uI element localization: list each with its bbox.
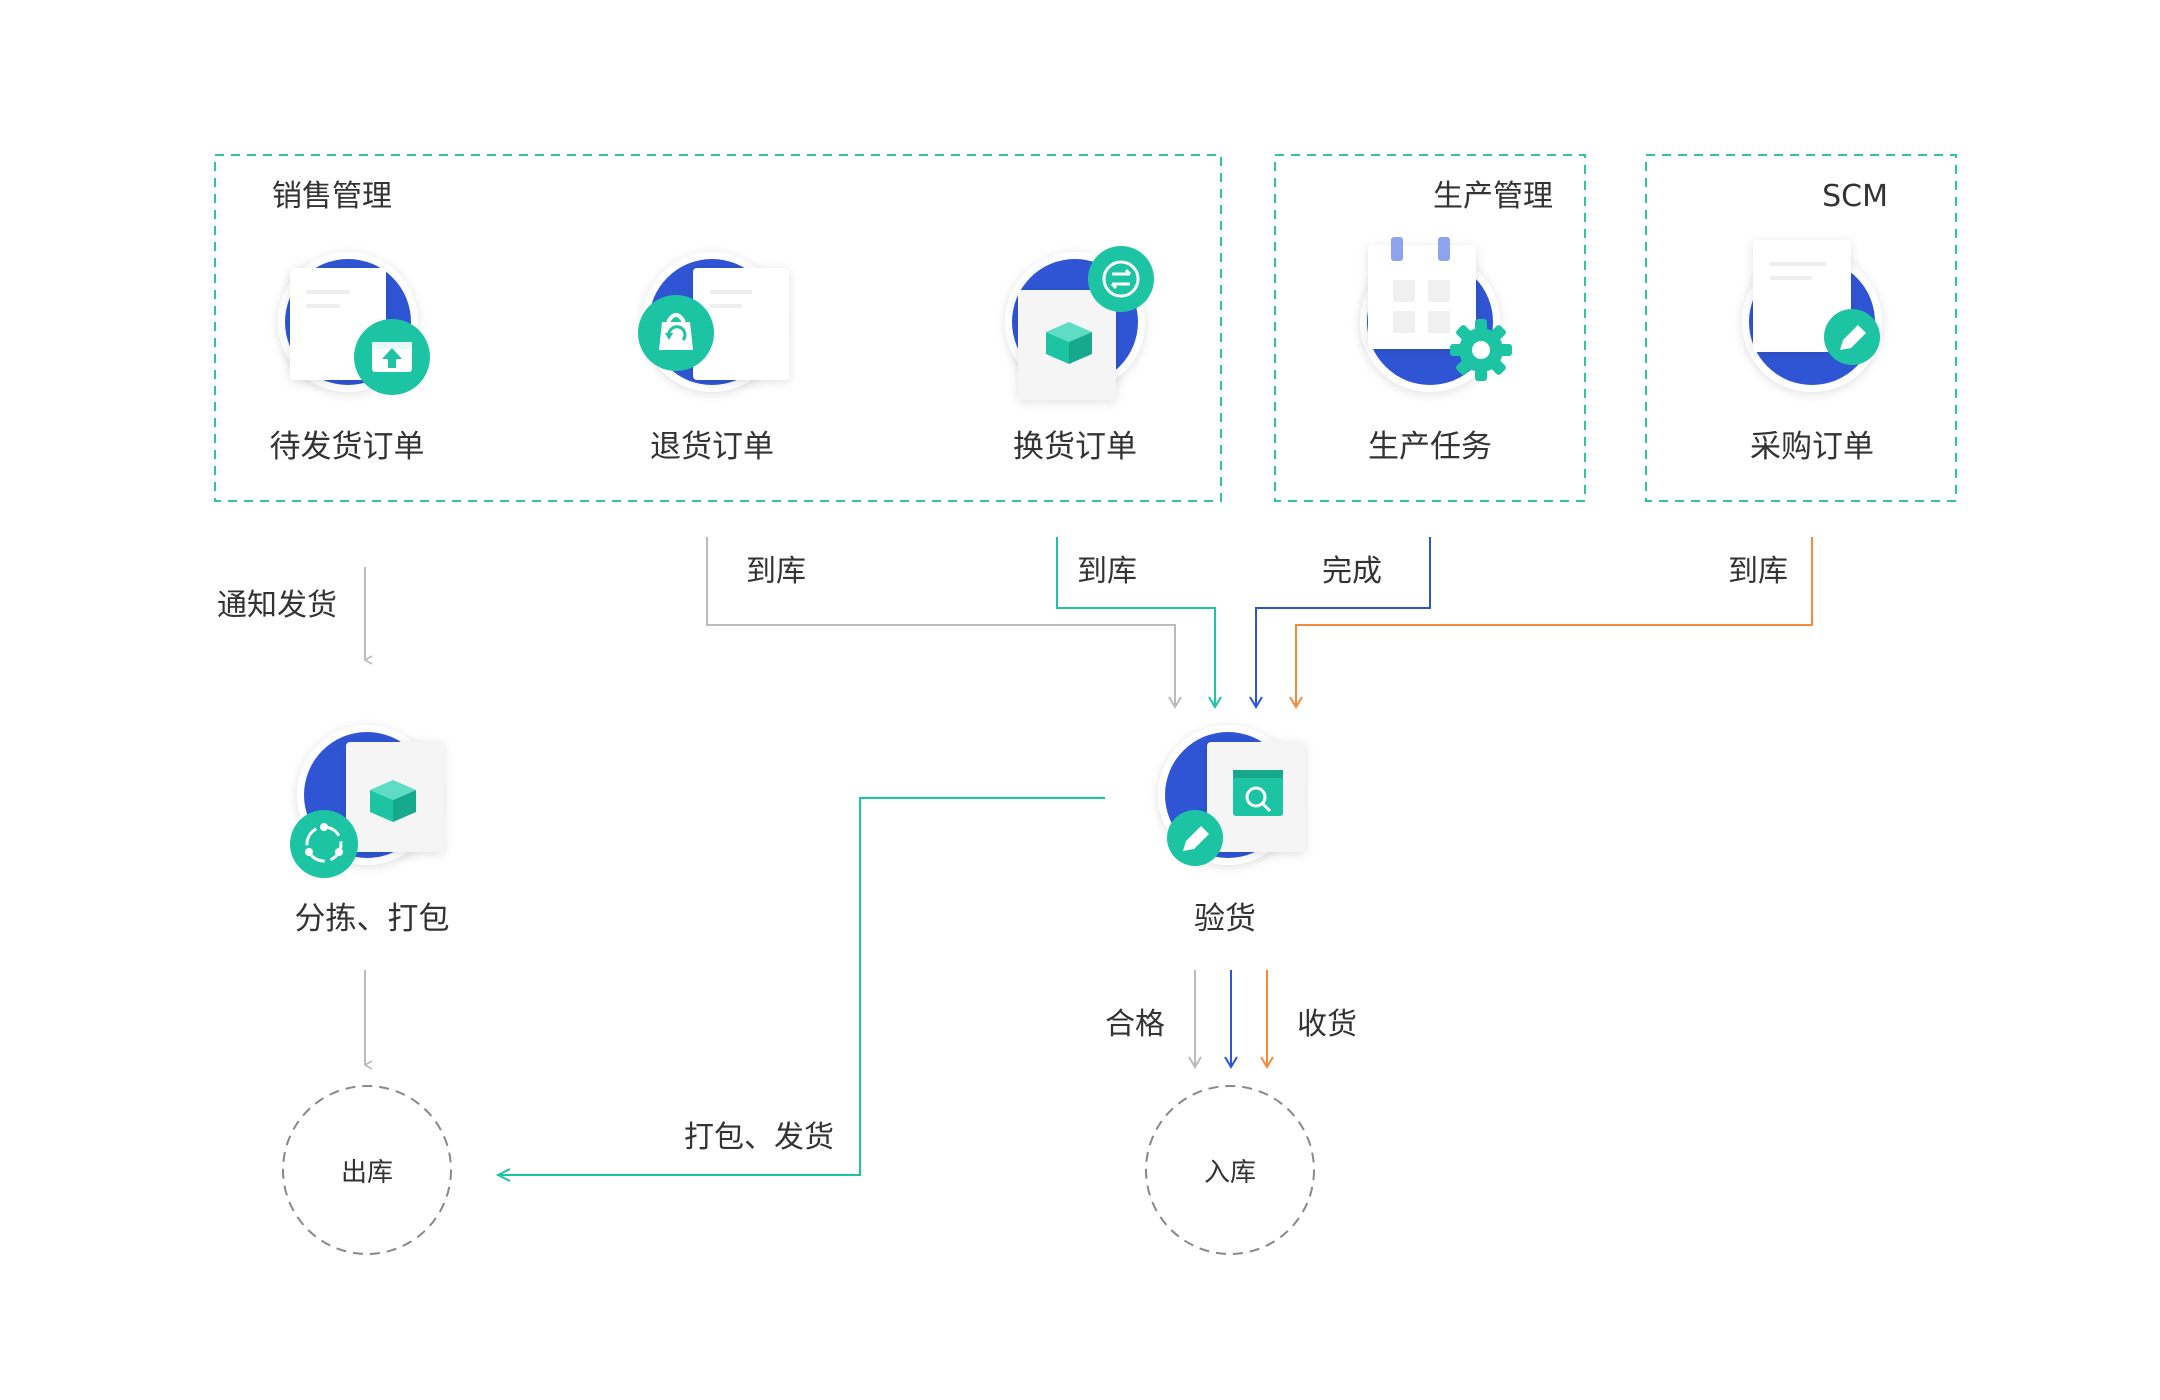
gear-icon (1450, 319, 1512, 381)
qualified-edge (1188, 970, 1202, 1069)
production-task-label: 生产任务 (1368, 429, 1492, 465)
receive-label: 收货 (1297, 1007, 1357, 1042)
production-task-node[interactable] (1360, 237, 1512, 392)
purchase-order-node[interactable] (1742, 240, 1882, 392)
pencil-icon (1167, 810, 1223, 866)
pencil-icon (1824, 309, 1880, 365)
production-done-edge (1249, 537, 1431, 709)
exchange-arrive-label: 到库 (1077, 554, 1137, 589)
inspection-label: 验货 (1194, 901, 1256, 937)
outbound-label: 出库 (341, 1158, 393, 1188)
exchange-order-node[interactable] (1005, 246, 1154, 400)
return-arrive-label: 到库 (746, 554, 806, 589)
package-box-icon (370, 780, 416, 822)
upload-box-icon (354, 319, 430, 395)
return-order-label: 退货订单 (650, 429, 774, 465)
package-box-icon (1046, 322, 1092, 364)
purchase-arrive-label: 到库 (1728, 554, 1788, 589)
pack-ship-label: 打包、发货 (684, 1120, 834, 1155)
sort-pack-label: 分拣、打包 (295, 901, 450, 937)
scm-group-title: SCM (1822, 179, 1888, 214)
pending-ship-order-label: 待发货订单 (270, 429, 425, 465)
sort-loop-icon (290, 810, 358, 878)
return-arrive-edge (706, 537, 1182, 709)
production-group-title: 生产管理 (1433, 179, 1553, 214)
inspection-node[interactable] (1158, 725, 1305, 866)
scm-group-box (1645, 154, 1957, 502)
production-inbound-edge (1224, 970, 1238, 1069)
receive-edge (1260, 970, 1274, 1069)
notify-ship-label: 通知发货 (217, 588, 337, 623)
exchange-arrive-edge (1056, 537, 1222, 709)
outbound-node[interactable] (282, 1085, 452, 1255)
inbound-label: 入库 (1204, 1158, 1256, 1188)
sort-pack-node[interactable] (290, 725, 444, 878)
production-done-label: 完成 (1322, 554, 1382, 589)
return-bag-icon (638, 295, 714, 371)
exchange-order-label: 换货订单 (1013, 429, 1137, 465)
sales-group-title: 销售管理 (272, 179, 392, 214)
purchase-order-label: 采购订单 (1750, 429, 1874, 465)
inbound-node[interactable] (1145, 1085, 1315, 1255)
pack-ship-edge (495, 797, 1105, 1182)
sales-group-box (214, 154, 1222, 502)
pending-ship-order-node[interactable] (278, 252, 430, 395)
exchange-icon (1088, 246, 1154, 312)
purchase-arrive-edge (1289, 537, 1813, 709)
production-group-box (1274, 154, 1586, 502)
search-box-icon (1233, 770, 1283, 816)
qualified-label: 合格 (1105, 1007, 1165, 1042)
return-order-node[interactable] (638, 252, 789, 392)
